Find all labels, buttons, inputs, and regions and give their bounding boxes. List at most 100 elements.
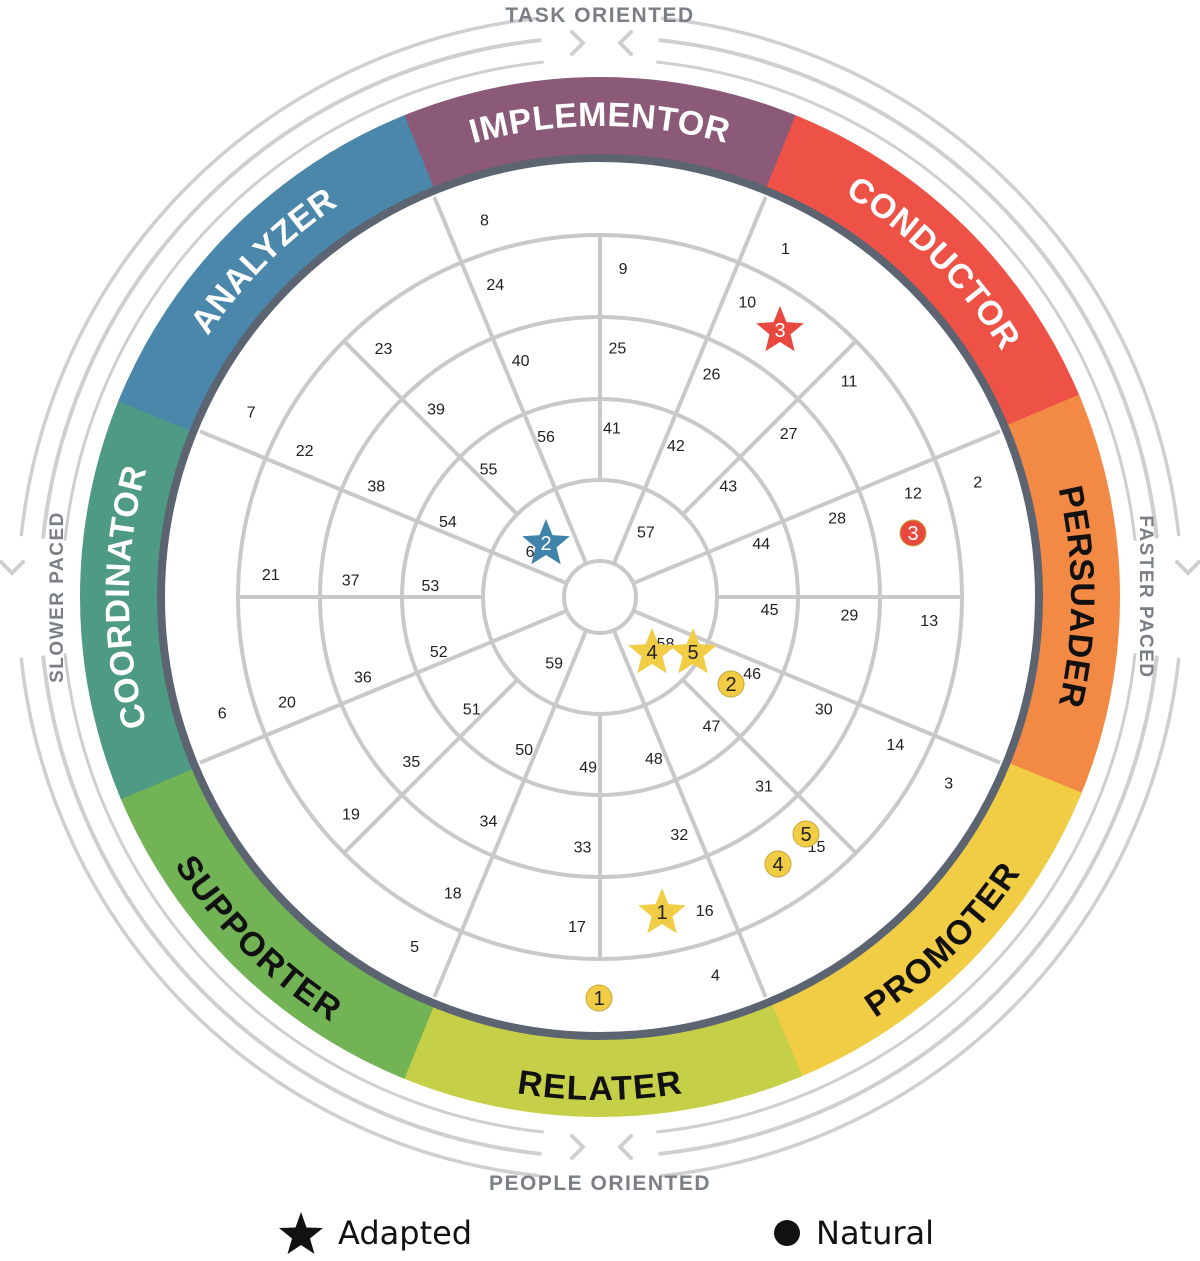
cell-number-ring3: 43 [719, 478, 737, 495]
cell-number-ring3: 49 [579, 760, 597, 777]
arrow-arc [656, 653, 1137, 1134]
cell-number-outer: 1 [781, 241, 790, 258]
cell-number-ring2: 38 [367, 478, 385, 495]
arrow-arc [19, 657, 540, 1178]
cell-number-ring2: 35 [402, 754, 420, 771]
cell-number-ring2: 31 [755, 779, 773, 796]
outer-arrow-rings [0, 16, 1200, 1178]
cell-number-outer: 7 [247, 405, 256, 422]
axis-label-right: FASTER PACED [1135, 515, 1156, 678]
natural-dot-icon [764, 850, 792, 878]
cell-number-ring1: 21 [262, 567, 280, 584]
marker-label: 1 [656, 902, 667, 924]
axis-label-top: TASK ORIENTED [505, 4, 694, 27]
style-segment-persuader [1005, 394, 1120, 800]
style-segment-supporter [118, 762, 435, 1079]
grid-spoke-minor [342, 678, 519, 855]
cell-number-ring2: 28 [828, 511, 846, 528]
star-icon [279, 1212, 323, 1254]
arrow-arc [41, 38, 542, 539]
axis-label-bottom: PEOPLE ORIENTED [489, 1172, 711, 1195]
grid-ring [562, 559, 638, 635]
marker-label: 1 [593, 988, 604, 1010]
cell-number-ring1: 17 [568, 919, 586, 936]
grid-spoke-minor [342, 339, 519, 516]
adapted-star-icon [628, 628, 676, 674]
grid-spoke [611, 629, 768, 998]
cell-number-ring3: 54 [439, 514, 457, 531]
cell-number-ring3: 47 [703, 718, 721, 735]
grid-spoke [199, 429, 568, 586]
cell-number-ring3: 51 [463, 702, 481, 719]
cell-number-ring4: 59 [545, 656, 563, 673]
style-segment-coordinator [80, 394, 195, 800]
cell-number-ring2: 34 [480, 814, 498, 831]
circle-icon [774, 1220, 800, 1246]
cell-number-ring1: 11 [841, 374, 858, 391]
cell-number-ring1: 9 [619, 261, 628, 278]
grid-spoke-minor [681, 339, 858, 516]
legend-natural: Natural [772, 1205, 934, 1261]
cell-number-outer: 2 [973, 475, 982, 492]
grid-spoke-minor [681, 678, 858, 855]
arrow-arc [660, 657, 1181, 1178]
arrow-arc [63, 653, 544, 1134]
style-segment-promoter [765, 762, 1082, 1079]
adapted-star-icon [638, 888, 686, 934]
cell-number-ring2: 36 [354, 669, 372, 686]
style-segment-relater [397, 1002, 803, 1117]
marker-label: 4 [646, 642, 657, 664]
cell-number-ring2: 27 [780, 426, 798, 443]
cell-number-ring2: 40 [512, 353, 530, 370]
marker-label: 3 [907, 523, 918, 545]
cell-number-ring3: 50 [515, 742, 533, 759]
arrow-arc [660, 16, 1181, 537]
grid-spoke [432, 629, 589, 998]
marker-label: 5 [800, 824, 811, 846]
arrow-arc [63, 60, 544, 541]
cell-number-ring2: 26 [703, 366, 721, 383]
natural-dot-icon [899, 519, 927, 547]
axis-label-left: SLOWER PACED [47, 511, 68, 683]
cell-number-ring3: 56 [537, 429, 555, 446]
grid-spoke [199, 608, 568, 765]
arrow-arc [19, 16, 540, 537]
cell-number-ring1: 23 [375, 341, 393, 358]
cell-number-ring1: 13 [920, 613, 938, 630]
marker-label: 2 [540, 533, 551, 555]
arrow-arc [658, 655, 1159, 1156]
cell-number-outer: 5 [410, 939, 419, 956]
style-segment-implementor [397, 77, 803, 192]
arrowhead-icon [0, 560, 25, 576]
arrowhead-icon [617, 1134, 633, 1160]
arrowhead-icon [570, 30, 586, 56]
cell-number-outer: 8 [480, 212, 489, 229]
cell-number-ring2: 25 [609, 341, 627, 358]
legend-natural-label: Natural [816, 1214, 935, 1252]
cell-number-ring3: 46 [743, 666, 761, 683]
style-segment-analyzer [118, 115, 435, 432]
legend-adapted-label: Adapted [338, 1214, 473, 1252]
adapted-star-icon [522, 519, 570, 565]
cell-number-ring3: 55 [480, 462, 498, 479]
marker-label: 2 [725, 674, 736, 696]
adapted-star-icon [669, 628, 717, 674]
arrowhead-icon [570, 1134, 586, 1160]
cell-number-ring3: 41 [603, 420, 621, 437]
marker-label: 4 [772, 854, 783, 876]
arrow-arc [656, 60, 1137, 541]
cell-number-ring1: 22 [296, 443, 314, 460]
natural-dot-icon [792, 820, 820, 848]
natural-dot-icon [717, 670, 745, 698]
cell-numbers: 1234567891011121314151617181920212223242… [218, 212, 982, 984]
cell-number-ring1: 24 [486, 277, 504, 294]
cell-number-outer: 4 [711, 968, 720, 985]
marker-label: 3 [774, 320, 785, 342]
cell-number-ring2: 29 [840, 607, 858, 624]
cell-number-outer: 3 [944, 775, 953, 792]
natural-dot-icon [585, 984, 613, 1012]
legend-adapted: Adapted [278, 1205, 472, 1261]
cell-number-ring1: 16 [696, 903, 714, 920]
cell-number-ring3: 53 [422, 578, 440, 595]
